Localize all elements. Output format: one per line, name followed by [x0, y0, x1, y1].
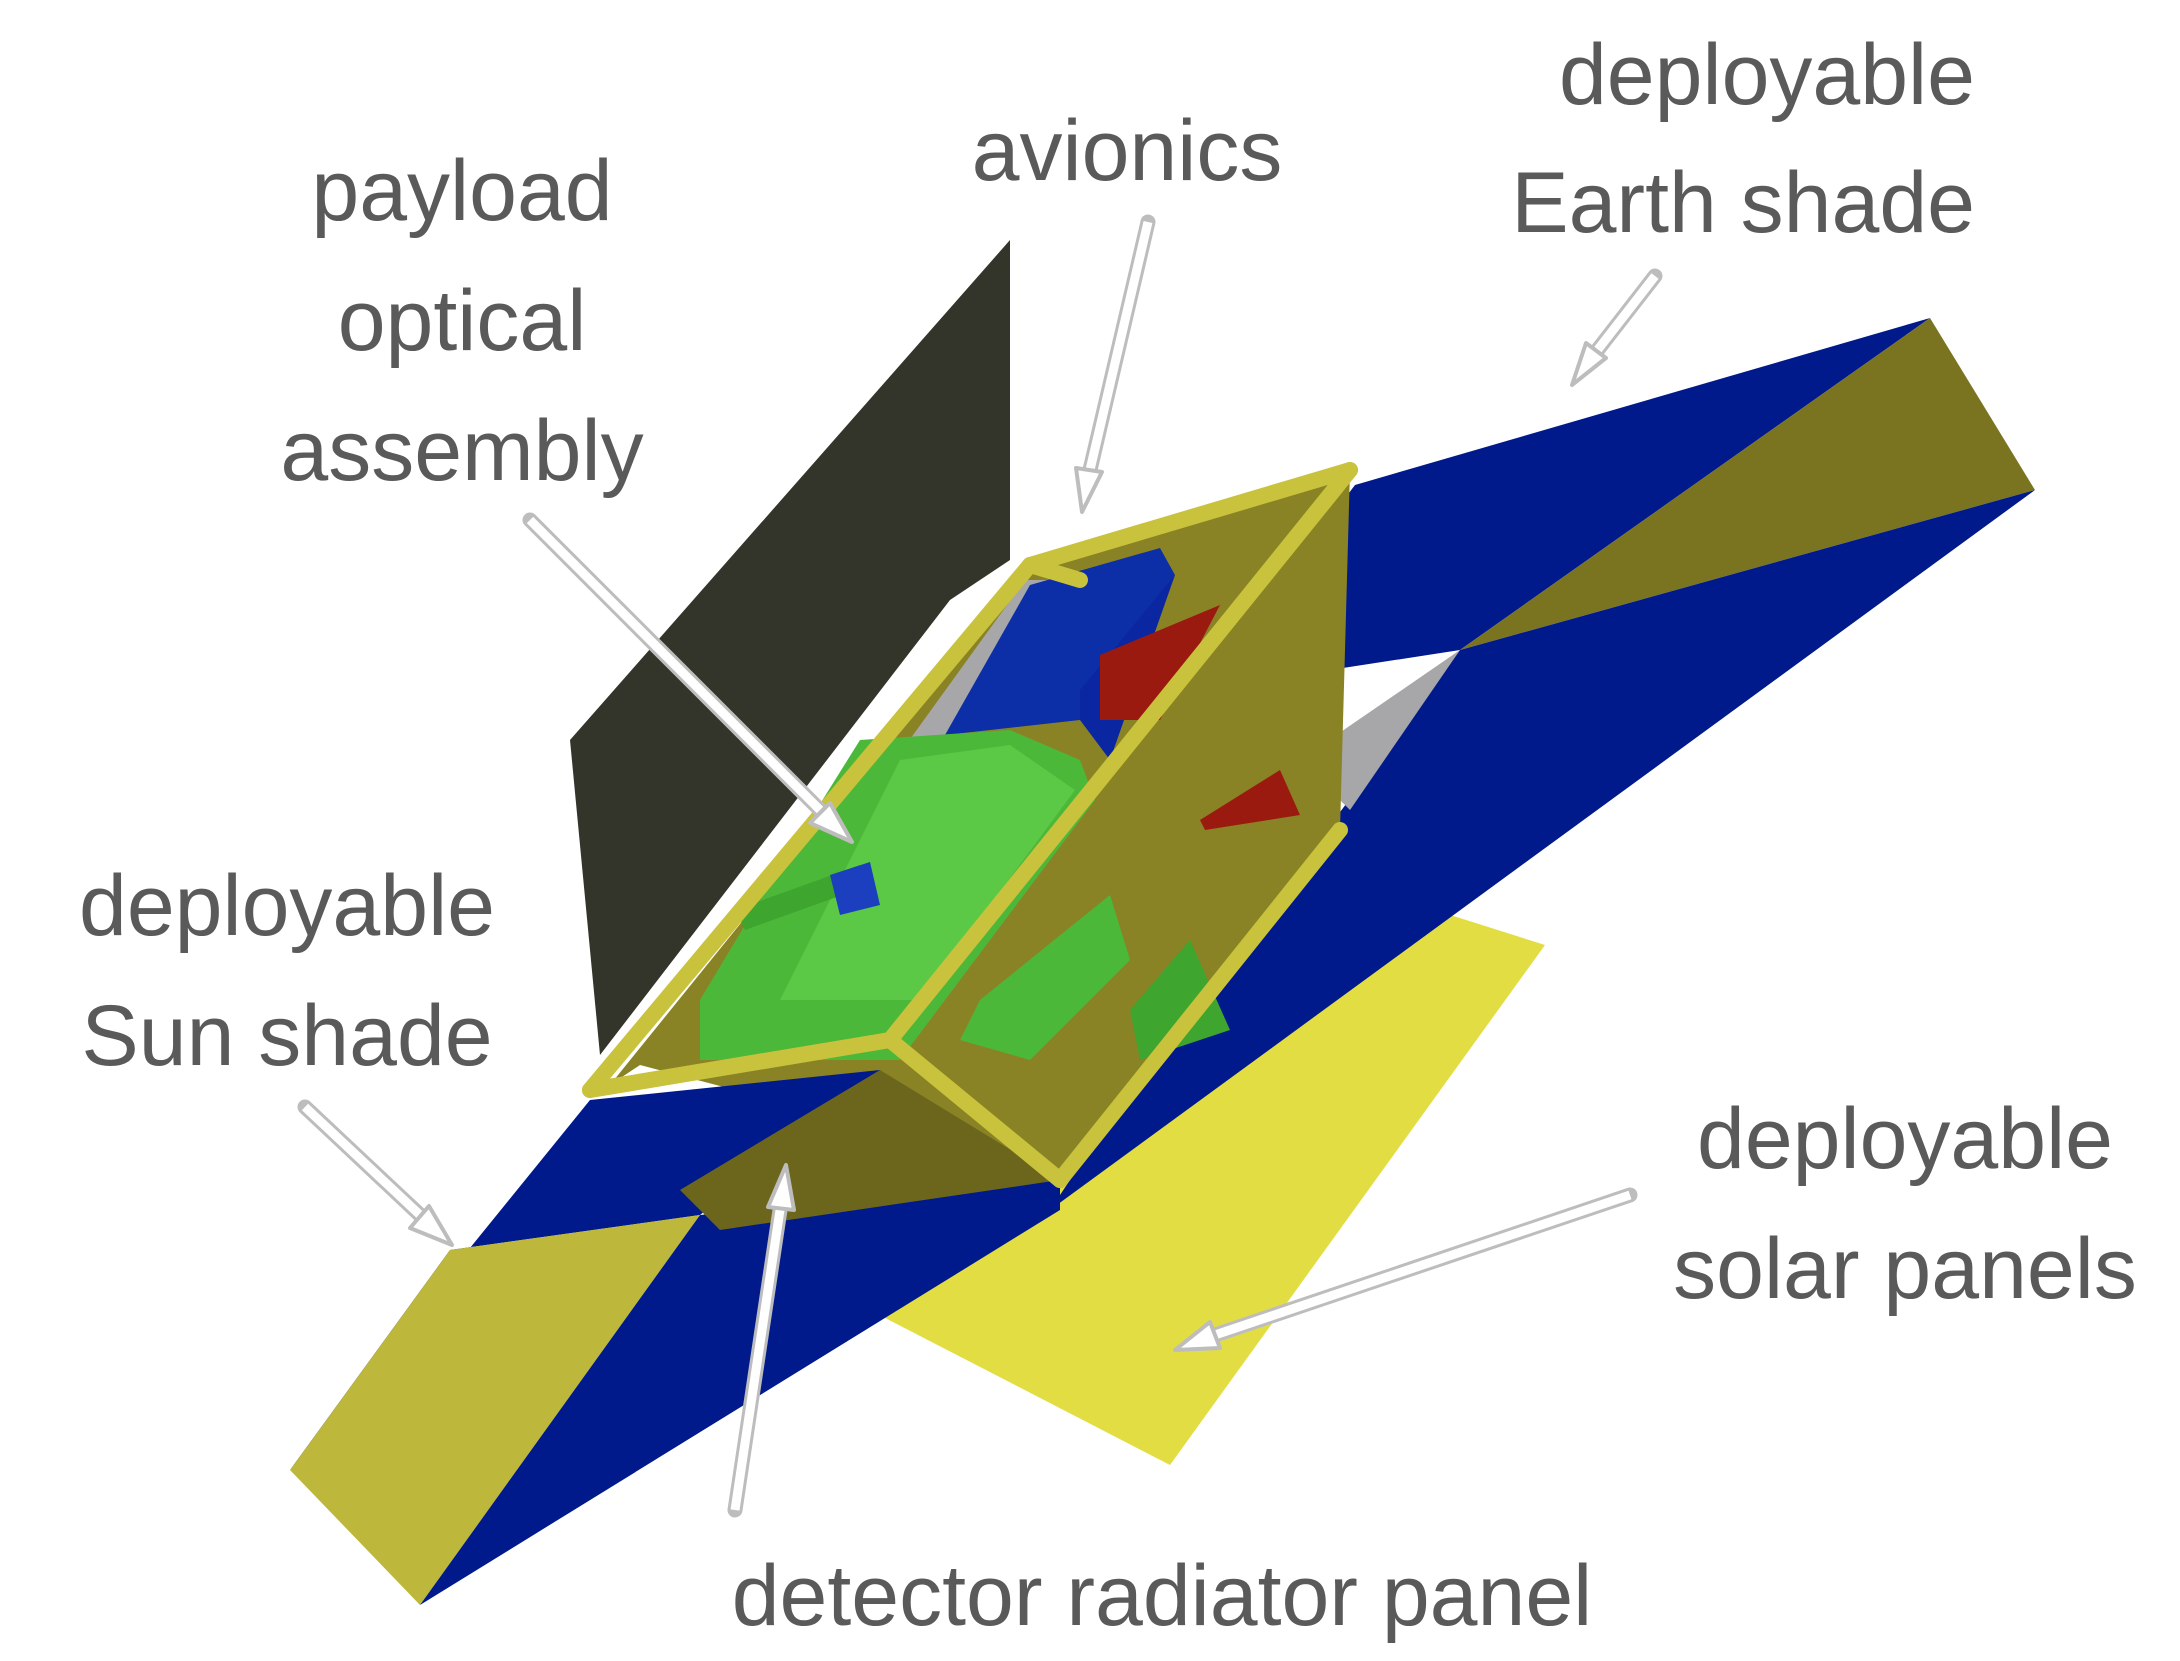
arrow-payload: [522, 512, 854, 844]
label-radiator: detector radiator panel: [732, 1548, 1593, 1644]
arrow-solar-panels: [1173, 1187, 1638, 1352]
label-solar-line2: solar panels: [1673, 1221, 2137, 1317]
label-sun-shade-line2: Sun shade: [81, 988, 492, 1084]
payload-body-light: [780, 745, 1075, 1000]
red-block-upper: [1100, 605, 1220, 720]
earth-shade-blue-top: [1200, 318, 1930, 690]
arrow-earth-shade: [1570, 268, 1663, 387]
arrow-radiator: [727, 1163, 796, 1518]
avionics-box: [945, 548, 1175, 735]
solar-panel: [860, 880, 1545, 1465]
sun-shade-blue-right: [420, 1180, 1060, 1605]
sun-shade-olive-left: [290, 1215, 700, 1605]
sun-panel-dark: [570, 240, 1010, 1055]
label-solar-line1: deployable: [1697, 1091, 2113, 1187]
earth-shade-blue-bottom: [1050, 490, 2035, 1210]
label-sun-shade-line1: deployable: [79, 858, 495, 954]
label-earth-shade-line2: Earth shade: [1511, 155, 1975, 251]
payload-lower: [960, 895, 1130, 1060]
label-payload-line2: optical: [338, 273, 587, 369]
label-payload-line1: payload: [311, 143, 612, 239]
label-payload-line3: assembly: [280, 403, 643, 499]
arrow-sun-shade: [297, 1099, 454, 1247]
radiator-arm: [1130, 940, 1230, 1060]
label-earth-shade-line1: deployable: [1559, 27, 1975, 123]
label-avionics: avionics: [972, 103, 1283, 199]
arrow-avionics: [1074, 214, 1156, 514]
red-block-lower: [1200, 770, 1300, 830]
earth-shade-olive: [1460, 318, 2035, 650]
payload-block-blue: [830, 862, 880, 915]
bus-frame: [582, 462, 1358, 1188]
